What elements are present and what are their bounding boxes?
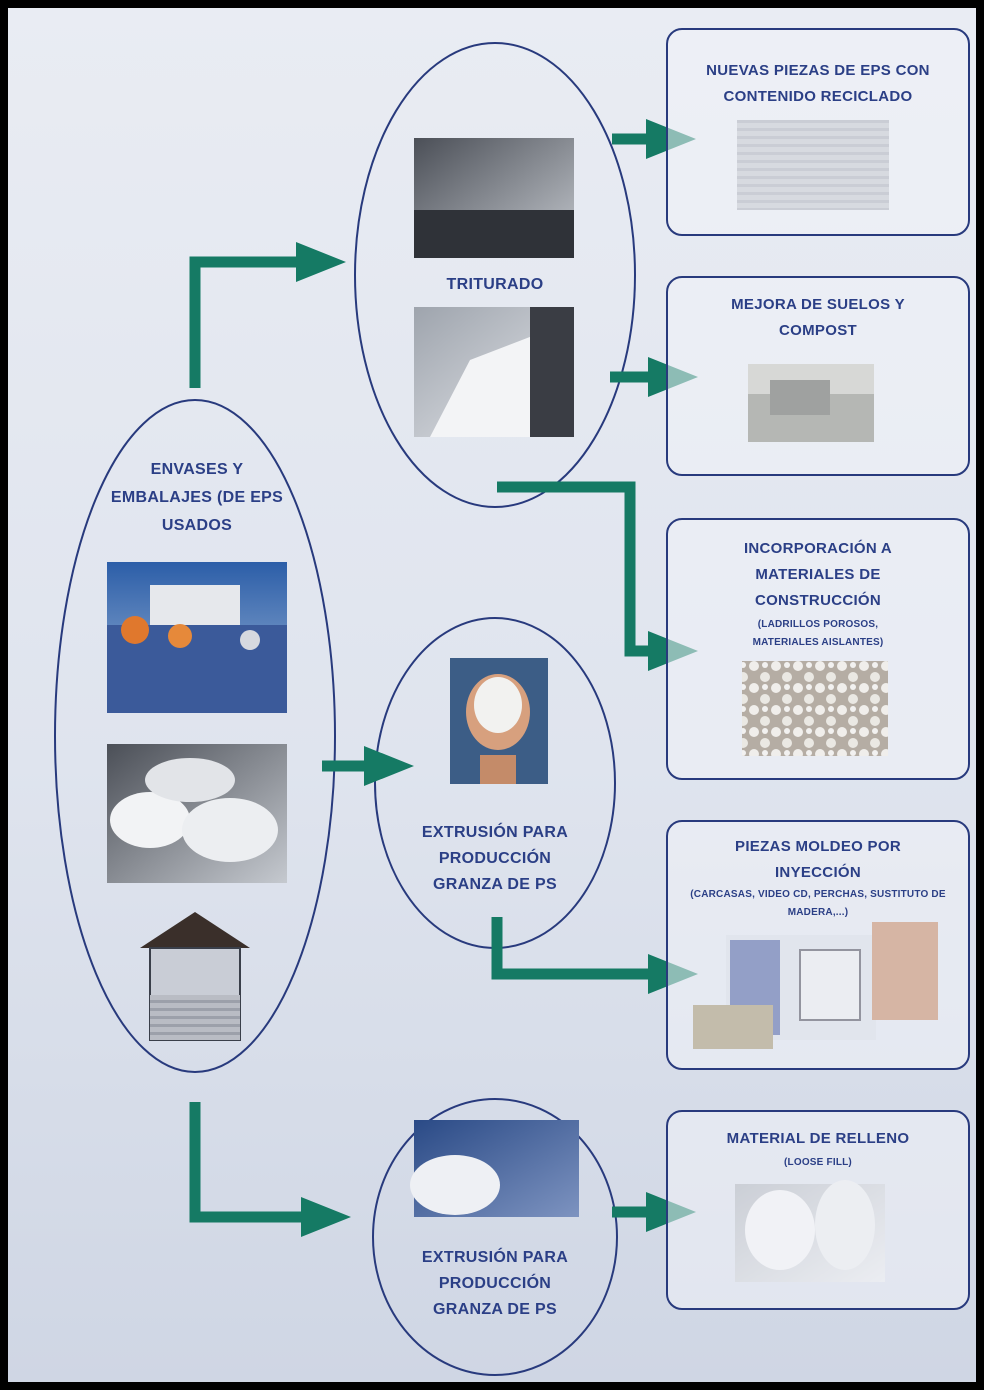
- triturado-ellipse: [354, 42, 636, 508]
- arrow-source-to-triturado: [189, 256, 300, 388]
- arrow-extrusion-to-moldeo: [491, 917, 652, 980]
- photo-shredded-eps-1: [414, 138, 574, 258]
- photo-collection-container: [140, 912, 250, 1041]
- extrusion-ellipse-2: [372, 1098, 618, 1376]
- source-label: ENVASES Y EMBALAJES (DE EPS USADOS: [110, 461, 284, 534]
- arrowhead: [301, 1197, 351, 1237]
- output-box-relleno: MATERIAL DE RELLENO (LOOSE FILL): [666, 1110, 970, 1310]
- output-box-mejora-suelos: MEJORA DE SUELOS Y COMPOST: [666, 276, 970, 476]
- extrusion-label-1: EXTRUSIÓN PARA PRODUCCIÓN GRANZA DE PS: [421, 824, 569, 893]
- output-subtitle-relleno: (LOOSE FILL): [784, 1157, 852, 1168]
- arrow-source-to-extrusion-2: [189, 1102, 305, 1223]
- triturado-label: TRITURADO: [446, 276, 544, 293]
- output-subtitle-construccion: (LADRILLOS POROSOS, MATERIALES AISLANTES…: [752, 619, 884, 648]
- photo-eps-bales: [107, 744, 287, 883]
- output-box-nuevas-piezas: NUEVAS PIEZAS DE EPS CON CONTENIDO RECIC…: [666, 28, 970, 236]
- photo-collected-packaging: [107, 562, 287, 713]
- photo-granules-in-hands: [450, 658, 548, 784]
- output-title-mejora-suelos: MEJORA DE SUELOS Y COMPOST: [731, 296, 905, 339]
- extrusion-label-2: EXTRUSIÓN PARA PRODUCCIÓN GRANZA DE PS: [421, 1249, 569, 1318]
- output-title-nuevas-piezas: NUEVAS PIEZAS DE EPS CON CONTENIDO RECIC…: [706, 62, 930, 105]
- output-box-moldeo: PIEZAS MOLDEO POR INYECCIÓN (CARCASAS, V…: [666, 820, 970, 1070]
- photo-loose-fill-production: [410, 1120, 579, 1217]
- arrowhead: [296, 242, 346, 282]
- output-box-construccion: INCORPORACIÓN A MATERIALES DE CONSTRUCCI…: [666, 518, 970, 780]
- arrowhead: [364, 746, 414, 786]
- output-title-moldeo: PIEZAS MOLDEO POR INYECCIÓN: [735, 838, 901, 881]
- source-ellipse: [54, 399, 336, 1073]
- output-title-construccion: INCORPORACIÓN A MATERIALES DE CONSTRUCCI…: [743, 540, 893, 609]
- arrow-triturado-to-construccion: [497, 481, 652, 657]
- output-subtitle-moldeo: (CARCASAS, VIDEO CD, PERCHAS, SUSTITUTO …: [690, 889, 946, 918]
- photo-shredded-eps-2: [414, 307, 574, 437]
- output-title-relleno: MATERIAL DE RELLENO: [726, 1130, 910, 1147]
